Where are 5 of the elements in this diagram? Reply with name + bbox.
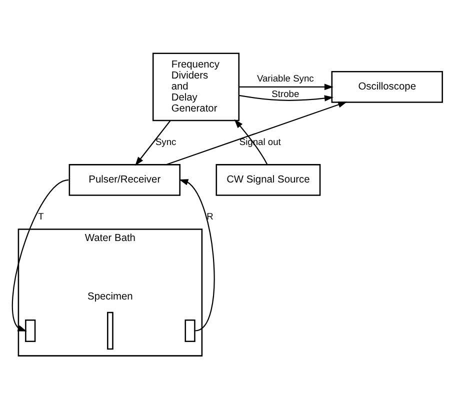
- edge-label: Sync: [155, 136, 176, 146]
- edge-label: Strobe: [272, 88, 300, 98]
- edge-label: T: [38, 211, 44, 222]
- edge-label: Variable Sync: [256, 73, 314, 84]
- edge-label: R: [206, 211, 214, 222]
